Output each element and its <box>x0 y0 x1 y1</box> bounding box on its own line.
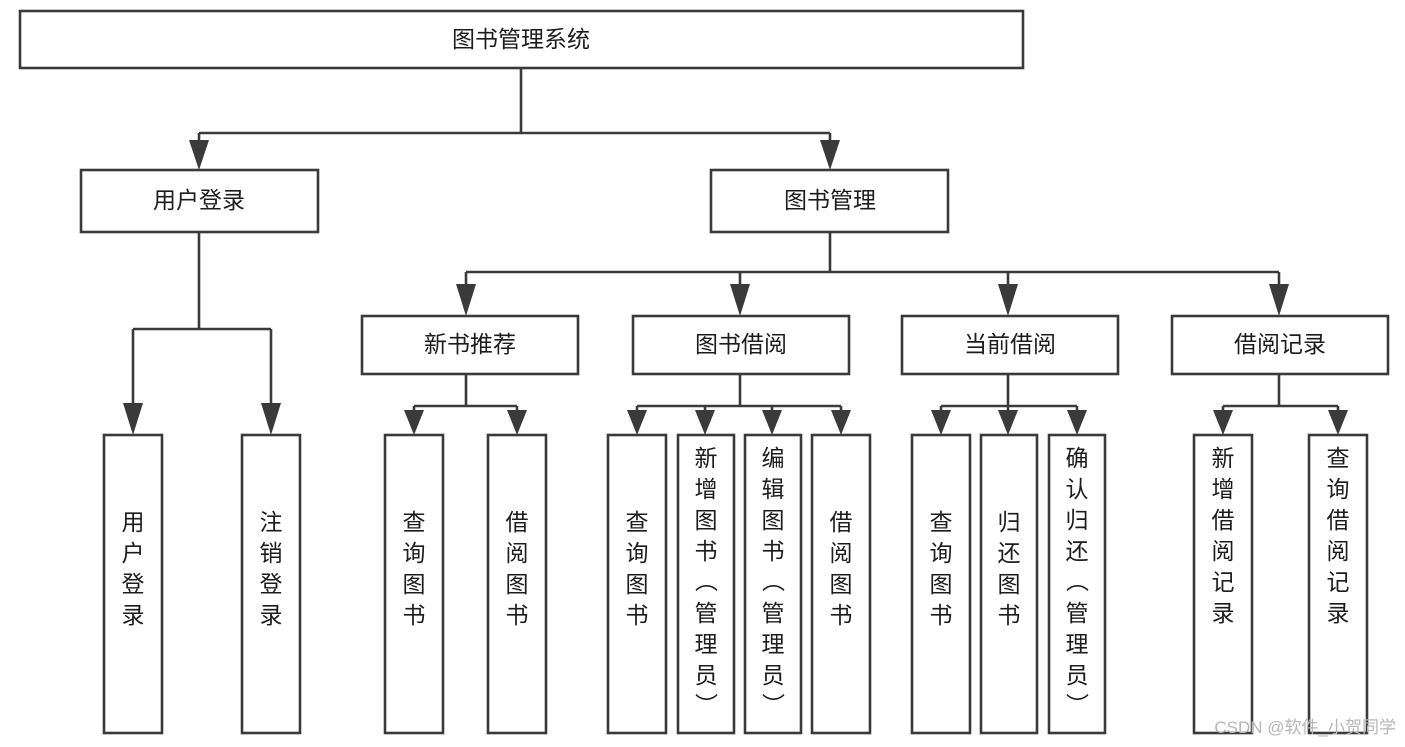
leaf-query-book-1-box[interactable] <box>383 433 445 735</box>
connector-layer <box>123 68 1348 435</box>
node-leaf-borrow-book-2[interactable]: 借阅图书 <box>810 433 872 735</box>
arrowhead-book-management <box>820 140 840 170</box>
arrowhead-leaf-return-book <box>998 410 1018 435</box>
arrowhead-leaf-add-book <box>695 410 715 435</box>
leaf-edit-book-box[interactable] <box>743 433 803 735</box>
arrowhead-leaf-logout-login <box>261 403 281 435</box>
leaf-user-login-box[interactable] <box>102 433 164 735</box>
arrowhead-leaf-user-login <box>123 403 143 435</box>
node-leaf-user-login[interactable]: 用户登录 <box>102 433 164 735</box>
node-leaf-borrow-book-1[interactable]: 借阅图书 <box>486 433 548 735</box>
node-root[interactable]: 图书管理系统 <box>18 9 1025 70</box>
arrowhead-leaf-query-record <box>1328 410 1348 435</box>
leaf-borrow-book-2-box[interactable] <box>810 433 872 735</box>
arrowhead-leaf-confirm-return <box>1067 410 1087 435</box>
borrow-record-box[interactable] <box>1170 314 1390 376</box>
leaf-query-book-1-label: 查询图书 <box>403 509 426 628</box>
node-leaf-query-book-2[interactable]: 查询图书 <box>606 433 668 735</box>
borrow-record-label: 借阅记录 <box>1234 331 1326 357</box>
node-current-borrow[interactable]: 当前借阅 <box>900 314 1120 376</box>
node-borrow-record[interactable]: 借阅记录 <box>1170 314 1390 376</box>
leaf-confirm-return-box[interactable] <box>1047 433 1107 735</box>
leaf-query-book-2-box[interactable] <box>606 433 668 735</box>
leaf-query-record-label: 查询借阅记录 <box>1327 445 1350 626</box>
arrowhead-current-borrow <box>998 284 1018 316</box>
leaf-confirm-return-label: 确认归还（管理员） <box>1066 445 1090 719</box>
node-new-book-recommend[interactable]: 新书推荐 <box>360 314 580 376</box>
leaf-add-book-label: 新增图书（管理员） <box>695 445 719 719</box>
current-borrow-label: 当前借阅 <box>964 331 1056 357</box>
user-login-label: 用户登录 <box>153 187 245 213</box>
arrowhead-new-book-recommend <box>456 284 476 316</box>
node-user-login[interactable]: 用户登录 <box>79 168 320 234</box>
leaf-query-book-3-label: 查询图书 <box>930 509 953 628</box>
leaf-borrow-book-1-box[interactable] <box>486 433 548 735</box>
leaf-return-book-label: 归还图书 <box>998 509 1021 628</box>
new-book-recommend-box[interactable] <box>360 314 580 376</box>
arrowhead-book-borrow <box>730 284 750 316</box>
node-leaf-add-book[interactable]: 新增图书（管理员） <box>676 433 736 735</box>
arrowhead-leaf-add-record <box>1213 410 1233 435</box>
node-leaf-query-book-3[interactable]: 查询图书 <box>910 433 972 735</box>
book-management-label: 图书管理 <box>784 187 876 213</box>
leaf-borrow-book-1-label: 借阅图书 <box>506 509 529 628</box>
arrowhead-leaf-query-book-3 <box>931 410 951 435</box>
node-leaf-return-book[interactable]: 归还图书 <box>979 433 1039 735</box>
node-leaf-logout-login[interactable]: 注销登录 <box>240 433 302 735</box>
leaf-add-record-box[interactable] <box>1192 433 1254 735</box>
node-leaf-query-record[interactable]: 查询借阅记录 <box>1307 433 1369 735</box>
arrowhead-user-login <box>189 140 209 170</box>
node-leaf-query-book-1[interactable]: 查询图书 <box>383 433 445 735</box>
arrowhead-leaf-borrow-book-1 <box>507 410 527 435</box>
arrowhead-leaf-query-book-1 <box>404 410 424 435</box>
book-management-box[interactable] <box>709 168 950 234</box>
leaf-return-book-box[interactable] <box>979 433 1039 735</box>
arrowhead-leaf-query-book-2 <box>627 410 647 435</box>
leaf-query-book-2-label: 查询图书 <box>626 509 649 628</box>
leaf-add-record-label: 新增借阅记录 <box>1212 445 1235 626</box>
new-book-recommend-label: 新书推荐 <box>424 331 516 357</box>
leaf-edit-book-label: 编辑图书（管理员） <box>762 445 786 719</box>
leaf-user-login-label: 用户登录 <box>122 509 145 628</box>
book-borrow-label: 图书借阅 <box>695 331 787 357</box>
arrowhead-leaf-borrow-book-2 <box>831 410 851 435</box>
node-leaf-confirm-return[interactable]: 确认归还（管理员） <box>1047 433 1107 735</box>
leaf-logout-login-box[interactable] <box>240 433 302 735</box>
leaf-query-record-box[interactable] <box>1307 433 1369 735</box>
arrowhead-borrow-record <box>1269 284 1289 316</box>
user-login-box[interactable] <box>79 168 320 234</box>
leaf-borrow-book-2-label: 借阅图书 <box>830 509 853 628</box>
watermark-label: CSDN @软件_小贺同学 <box>1214 718 1396 737</box>
node-book-borrow[interactable]: 图书借阅 <box>631 314 851 376</box>
node-leaf-add-record[interactable]: 新增借阅记录 <box>1192 433 1254 735</box>
arrowhead-leaf-edit-book <box>762 410 782 435</box>
node-leaf-edit-book[interactable]: 编辑图书（管理员） <box>743 433 803 735</box>
leaf-add-book-box[interactable] <box>676 433 736 735</box>
leaf-logout-login-label: 注销登录 <box>260 509 283 628</box>
current-borrow-box[interactable] <box>900 314 1120 376</box>
root-label: 图书管理系统 <box>452 26 590 52</box>
book-borrow-box[interactable] <box>631 314 851 376</box>
leaf-query-book-3-box[interactable] <box>910 433 972 735</box>
node-book-management[interactable]: 图书管理 <box>709 168 950 234</box>
root-box[interactable] <box>18 9 1025 70</box>
